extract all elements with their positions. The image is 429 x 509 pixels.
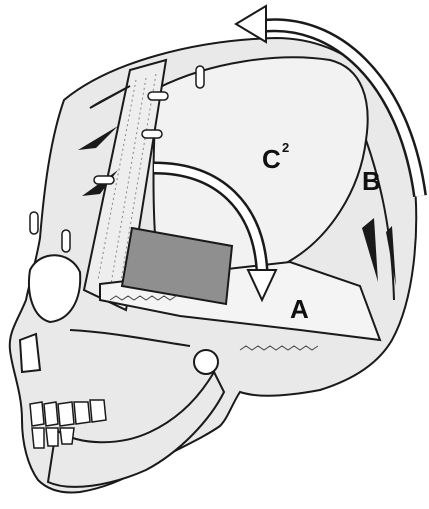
tooth-7: [46, 428, 58, 446]
label-a: A: [290, 294, 309, 324]
plate-6: [62, 230, 70, 252]
tooth-3: [58, 402, 74, 426]
label-b: B: [362, 166, 381, 196]
tooth-8: [60, 428, 74, 444]
rotation-arrow-outer-head: [236, 6, 266, 42]
tooth-4: [74, 402, 90, 424]
label-c-superscript: 2: [282, 140, 289, 155]
tooth-2: [44, 402, 58, 426]
plate-5: [30, 212, 38, 234]
plate-3: [142, 130, 162, 138]
tooth-1: [30, 402, 44, 426]
plate-2: [148, 92, 168, 100]
tooth-6: [32, 428, 44, 448]
ear-canal: [194, 350, 218, 374]
label-c: C: [262, 144, 281, 174]
plate-1: [196, 66, 204, 88]
plate-4: [94, 176, 114, 184]
tooth-5: [90, 400, 106, 422]
nasal-cavity: [20, 334, 40, 372]
